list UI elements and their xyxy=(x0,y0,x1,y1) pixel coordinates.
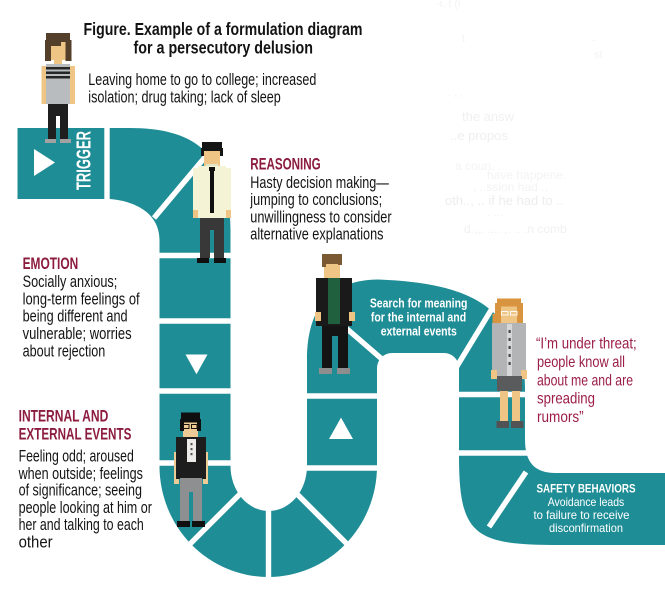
svg-text:EMOTION: EMOTION xyxy=(23,254,79,273)
svg-text:~: ~ xyxy=(590,35,596,47)
svg-text:external events: external events xyxy=(381,323,457,338)
svg-text:when outside; feelings: when outside; feelings xyxy=(18,464,143,483)
svg-text:REASONING: REASONING xyxy=(250,156,320,174)
svg-text:INTERNAL AND: INTERNAL AND xyxy=(19,407,109,426)
svg-text:unwillingness to consider: unwillingness to consider xyxy=(250,208,392,227)
svg-text:SAFETY BEHAVIORS: SAFETY BEHAVIORS xyxy=(537,481,636,495)
svg-text:for the internal and: for the internal and xyxy=(371,309,466,324)
svg-text:other: other xyxy=(19,532,53,551)
svg-text:TRIGGER: TRIGGER xyxy=(74,131,96,190)
svg-text:people looking at him or: people looking at him or xyxy=(19,498,153,517)
svg-text:disconfirmation: disconfirmation xyxy=(549,521,623,535)
svg-text:t: t xyxy=(462,33,465,45)
svg-text:about rejection: about rejection xyxy=(23,342,106,361)
svg-text:the answ: the answ xyxy=(462,109,515,124)
svg-text:long-term feelings of: long-term feelings of xyxy=(23,290,140,309)
svg-text:people know all: people know all xyxy=(537,354,625,371)
svg-text:Feeling odd; aroused: Feeling odd; aroused xyxy=(19,447,134,466)
svg-text:of significance; seeing: of significance; seeing xyxy=(19,481,142,500)
svg-text:being different and: being different and xyxy=(23,307,128,326)
svg-text:EXTERNAL EVENTS: EXTERNAL EVENTS xyxy=(19,425,132,444)
svg-text:d.,,. .... ,. .. .n comb: d.,,. .... ,. .. .n comb xyxy=(464,222,567,236)
svg-text:vulnerable; worries: vulnerable; worries xyxy=(23,324,132,343)
svg-text:a coun. .: a coun. . xyxy=(455,159,501,173)
svg-text:have happene.: have happene. xyxy=(487,168,566,182)
svg-text:“I’m under threat;: “I’m under threat; xyxy=(536,336,637,353)
svg-text:st: st xyxy=(594,49,603,61)
svg-text:for a persecutory delusion: for a persecutory delusion xyxy=(134,37,314,57)
svg-text:spreading: spreading xyxy=(537,391,595,408)
svg-text:to failure to receive: to failure to receive xyxy=(534,508,630,522)
svg-text:. ...: . ... xyxy=(487,205,504,219)
svg-text:rumors”: rumors” xyxy=(537,409,584,426)
svg-text:Avoidance leads: Avoidance leads xyxy=(548,495,625,509)
svg-text:..e propos: ..e propos xyxy=(450,128,508,143)
svg-text:Search for meaning: Search for meaning xyxy=(370,296,468,311)
svg-text:oth.., .. if he had to ..: oth.., .. if he had to .. xyxy=(445,193,564,208)
svg-text:jumping to conclusions;: jumping to conclusions; xyxy=(250,190,383,209)
svg-text:Leaving home to go to college;: Leaving home to go to college; increased xyxy=(88,70,316,89)
svg-text:Hasty decision making—: Hasty decision making— xyxy=(250,173,389,192)
svg-text:. , ,: . , , xyxy=(448,87,463,99)
svg-text:alternative explanations: alternative explanations xyxy=(250,224,383,243)
svg-text:, ..ssion had .,: , ..ssion had ., xyxy=(473,180,548,194)
svg-text:Figure. Example of a formulati: Figure. Example of a formulation diagram xyxy=(84,19,363,39)
svg-text:her and talking to each: her and talking to each xyxy=(19,515,144,534)
svg-text:about me and are: about me and are xyxy=(537,372,633,389)
svg-text:isolation; drug taking; lack o: isolation; drug taking; lack of sleep xyxy=(88,88,280,107)
svg-text:Socially anxious;: Socially anxious; xyxy=(23,272,118,291)
svg-text:-i. t (l: -i. t (l xyxy=(436,0,460,10)
